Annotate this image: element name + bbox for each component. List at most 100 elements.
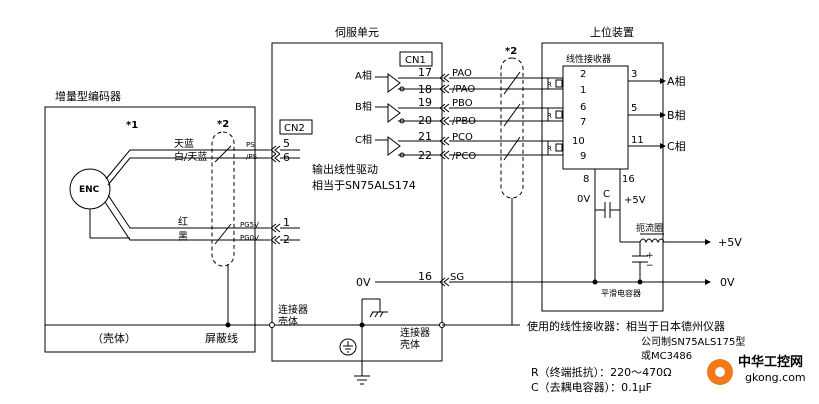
note-line-3: 或MC3486 <box>641 350 692 362</box>
encoder-shield-oval <box>211 131 235 267</box>
signal-pco: PCO <box>452 132 473 143</box>
cn2-signal-ps-inv: /PS <box>246 153 258 161</box>
resistor-a-label: R <box>547 81 552 89</box>
cn1-pin-19: 19 <box>418 96 432 109</box>
resistor-c-label: R <box>547 145 552 153</box>
driver-label-2: 相当于SN75ALS174 <box>312 178 416 192</box>
wire-color-4: 黑 <box>178 231 188 243</box>
cn1-connector-arrows <box>439 73 450 160</box>
cn1-pin-17: 17 <box>418 66 432 79</box>
phase-a-driver: A相 <box>355 69 440 93</box>
termination-resistors: R R R <box>547 78 563 155</box>
smoothing-capacitor <box>632 242 648 282</box>
decoupling-cap-label: C <box>603 189 610 200</box>
cn1-pin-20: 20 <box>418 114 432 127</box>
cn2-connector-box <box>279 119 313 135</box>
cap-plus: + <box>646 251 654 261</box>
cn2-signal-ps: PS <box>246 141 255 149</box>
cn1-to-receiver-wires <box>449 77 563 156</box>
decoupling-capacitor <box>594 169 621 282</box>
cn1-shield-star2: *2 <box>505 46 517 57</box>
signal-pco-inv: /PCO <box>452 151 476 162</box>
encoder-shield-star2: *2 <box>217 119 229 130</box>
phase-a-label: A相 <box>355 69 372 82</box>
encoder-symbol-label: ENC <box>79 185 100 195</box>
shield-label: 屏蔽线 <box>205 331 238 345</box>
rx-power-0v: 0V <box>577 194 590 205</box>
phase-c-driver: C相 <box>355 133 440 158</box>
rx-pin-9: 9 <box>580 151 586 162</box>
signal-pbo: PBO <box>452 98 473 109</box>
cn2-signal-pg0v: PG0V <box>240 234 259 242</box>
cn2-signal-pg5v: PG5V <box>240 221 259 229</box>
wire-color-1: 天蓝 <box>174 138 194 150</box>
cn2-pin-6: 6 <box>283 151 290 164</box>
encoder-title: 增量型编码器 <box>55 89 121 103</box>
cn2-connector-arrows <box>270 145 281 245</box>
phase-c-label: C相 <box>355 133 372 146</box>
phase-b-driver: B相 <box>355 100 440 124</box>
cn1-pin-22: 22 <box>418 149 432 162</box>
cn1-shield-oval <box>500 57 524 199</box>
rx-out-pin-3: 3 <box>631 69 637 80</box>
rx-out-pin-11: 11 <box>631 135 644 146</box>
note-line-2: 公司制SN75ALS175型 <box>641 335 745 348</box>
encoder-box <box>44 106 256 353</box>
rx-pin-6: 6 <box>580 102 586 113</box>
cn1-label: CN1 <box>405 55 426 66</box>
wire-color-3: 红 <box>178 215 188 228</box>
resistor-b-label: R <box>547 112 552 120</box>
output-b-label: B相 <box>667 109 686 122</box>
cn2-label: CN2 <box>284 123 305 134</box>
connector-case-label-b1: 连接器 <box>400 326 430 339</box>
rx-power-plus5v: +5V <box>624 195 646 206</box>
smoothing-cap-label: 平滑电容器 <box>601 288 641 298</box>
receiver-box <box>562 65 629 170</box>
servo-unit-box <box>271 42 443 362</box>
cn2-pin-1: 1 <box>283 216 290 229</box>
cap-minus: − <box>646 261 654 271</box>
case-label: （壳体） <box>92 331 136 345</box>
filter-0v: 0V <box>720 276 735 289</box>
watermark-sub: gkong.com <box>745 371 806 384</box>
rx-pin-10: 10 <box>572 136 585 147</box>
note-line-4: R（终端抵抗）：220～470Ω <box>531 365 672 379</box>
receiver-title: 线性接收器 <box>566 53 611 65</box>
watermark-main: 中华工控网 <box>738 354 803 370</box>
choke-coil <box>620 233 711 245</box>
connector-case-node <box>269 322 275 328</box>
encoder-wires <box>89 149 270 241</box>
driver-label-1: 输出线性驱动 <box>312 162 378 176</box>
output-c-label: C相 <box>667 140 686 153</box>
sg-0v-label: 0V <box>356 276 371 289</box>
rx-pin-7: 7 <box>580 117 586 128</box>
cn1-pin-18: 18 <box>418 83 432 96</box>
rx-pin-1: 1 <box>580 85 586 96</box>
rx-pin-8: 8 <box>583 174 589 185</box>
note-line-5: C（去耦电容器）：0.1μF <box>531 380 652 394</box>
rx-pin-16: 16 <box>622 174 635 185</box>
cn2-pin-2: 2 <box>283 233 290 246</box>
star1-marker: *1 <box>126 120 138 131</box>
signal-sg: SG <box>450 272 464 283</box>
connector-case-label-1: 连接器 <box>278 303 308 316</box>
chassis-ground-symbol <box>361 298 388 325</box>
cn1-pin-21: 21 <box>418 130 432 143</box>
cn2-pin-5: 5 <box>283 137 290 150</box>
cn1-connector-box <box>399 51 433 67</box>
wire-color-2: 白/天蓝 <box>174 150 207 163</box>
signal-pao: PAO <box>452 68 472 79</box>
shield-junction <box>225 322 231 328</box>
rx-pin-2: 2 <box>580 69 586 80</box>
phase-b-label: B相 <box>355 100 372 113</box>
note-line-1: 使用的线性接收器：相当于日本德州仪器 <box>527 319 725 333</box>
rx-out-pin-5: 5 <box>631 103 637 114</box>
connector-case-label-b2: 壳体 <box>400 338 420 351</box>
encoder-twist-marks <box>214 145 232 245</box>
protective-earth-symbol <box>339 325 370 385</box>
output-a-label: A相 <box>667 75 686 88</box>
host-device-box <box>541 42 664 312</box>
choke-label: 扼流圈 <box>636 222 663 234</box>
cn1-pin-16: 16 <box>418 270 432 283</box>
